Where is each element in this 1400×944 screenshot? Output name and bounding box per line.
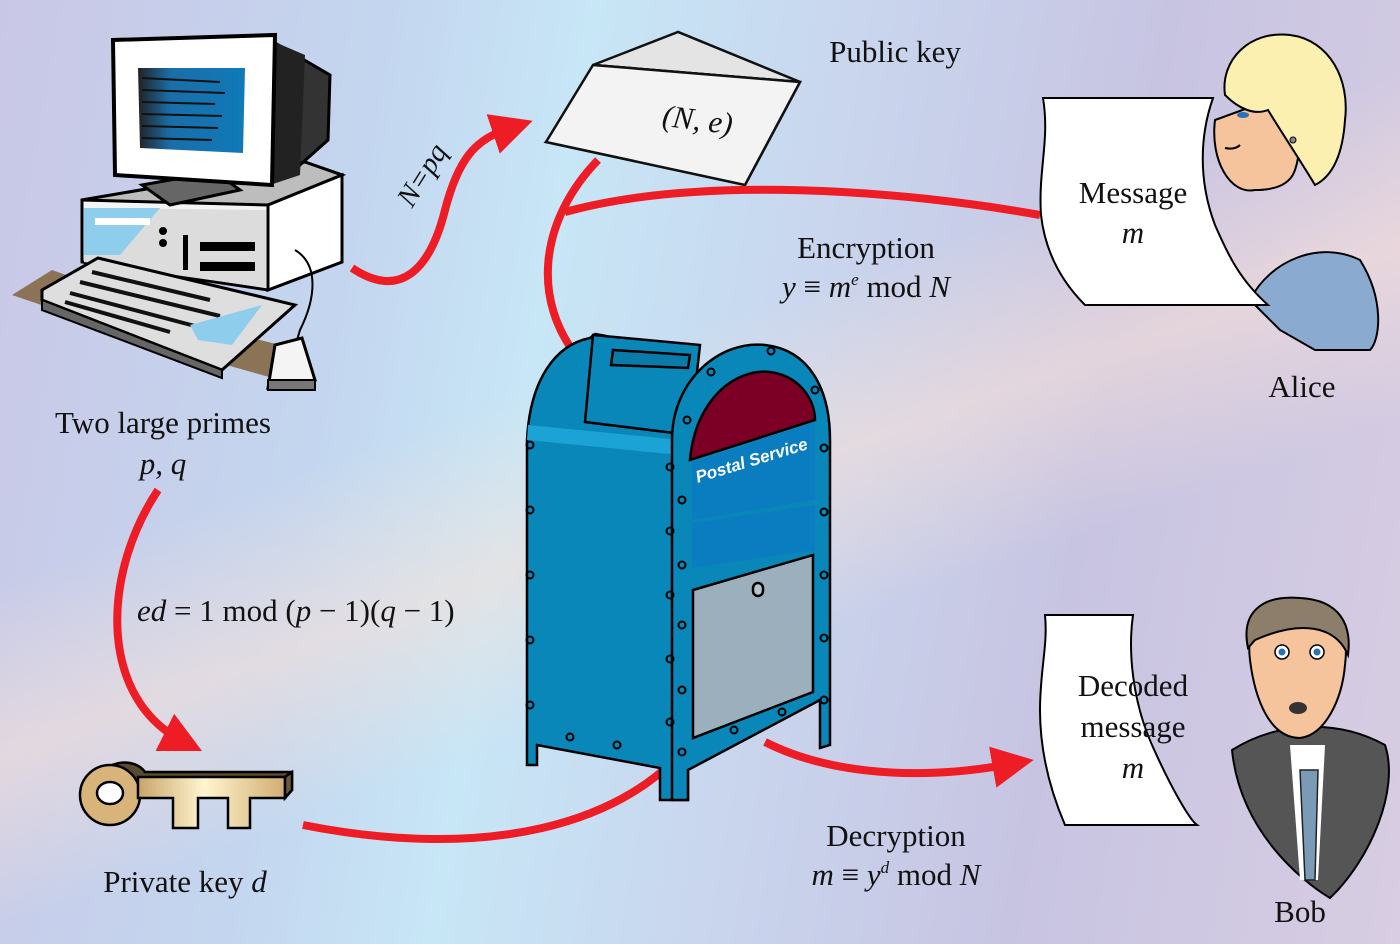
eq-q: q [380,593,396,628]
enc-base: m [829,269,851,304]
computer-label-line1: Two large primes [55,405,271,440]
enc-rhs: mod [859,269,930,304]
eq-rest: = 1 mod ( [166,593,295,628]
public-key-label: Public key [829,34,961,69]
mailbox-icon [525,332,832,802]
eq-p: p [294,593,312,628]
alice-message-paper [1039,97,1271,306]
mailbox-rivets [525,346,829,757]
envelope-text: (N, e) [661,98,735,141]
private-key-label-text: Private key [103,864,251,899]
bob-paper-line1: Decoded [1078,668,1189,703]
dec-exp: d [881,858,890,877]
arrow-primes-to-private-key [113,487,203,752]
alice-figure [1213,33,1380,351]
eq-mid: − 1)( [311,593,380,628]
encryption-title: Encryption [797,230,935,265]
enc-lhs: y [779,269,796,304]
enc-mod: N [928,269,952,304]
private-key-label-var: d [251,864,267,899]
eq-ed: ed [137,593,167,628]
dec-op: ≡ [834,857,867,892]
bob-figure [1230,596,1390,900]
dec-lhs: m [812,857,834,892]
decryption-formula: m ≡ yd mod N [812,857,983,892]
dec-rhs: mod [889,857,960,892]
arrow-computer-to-public-key [349,114,533,285]
private-key-label: Private key d [103,864,267,899]
eq-end: − 1) [396,593,455,628]
computer-icon [12,32,347,391]
bob-paper-line2: message [1080,709,1185,744]
enc-exp: e [851,270,859,289]
envelope-icon [543,30,802,187]
private-key-icon [78,761,294,830]
decryption-title: Decryption [826,818,966,853]
alice-name: Alice [1268,369,1335,404]
bob-paper-line3: m [1122,750,1144,785]
enc-op: ≡ [796,269,829,304]
encryption-formula: y ≡ me mod N [779,269,952,304]
dec-mod: N [959,857,983,892]
alice-paper-line2: m [1122,215,1144,250]
arrows [113,114,1041,844]
computer-label-line2: p, q [138,446,187,481]
alice-paper-line1: Message [1079,175,1187,210]
key-relation-equation: ed = 1 mod (p − 1)(q − 1) [137,593,455,628]
arrow-mailbox-to-bob [763,738,1034,788]
bob-message-paper [1038,614,1201,826]
dec-base: y [864,857,881,892]
arrow-alice-to-mailbox [563,185,1041,219]
bob-name: Bob [1274,894,1326,929]
